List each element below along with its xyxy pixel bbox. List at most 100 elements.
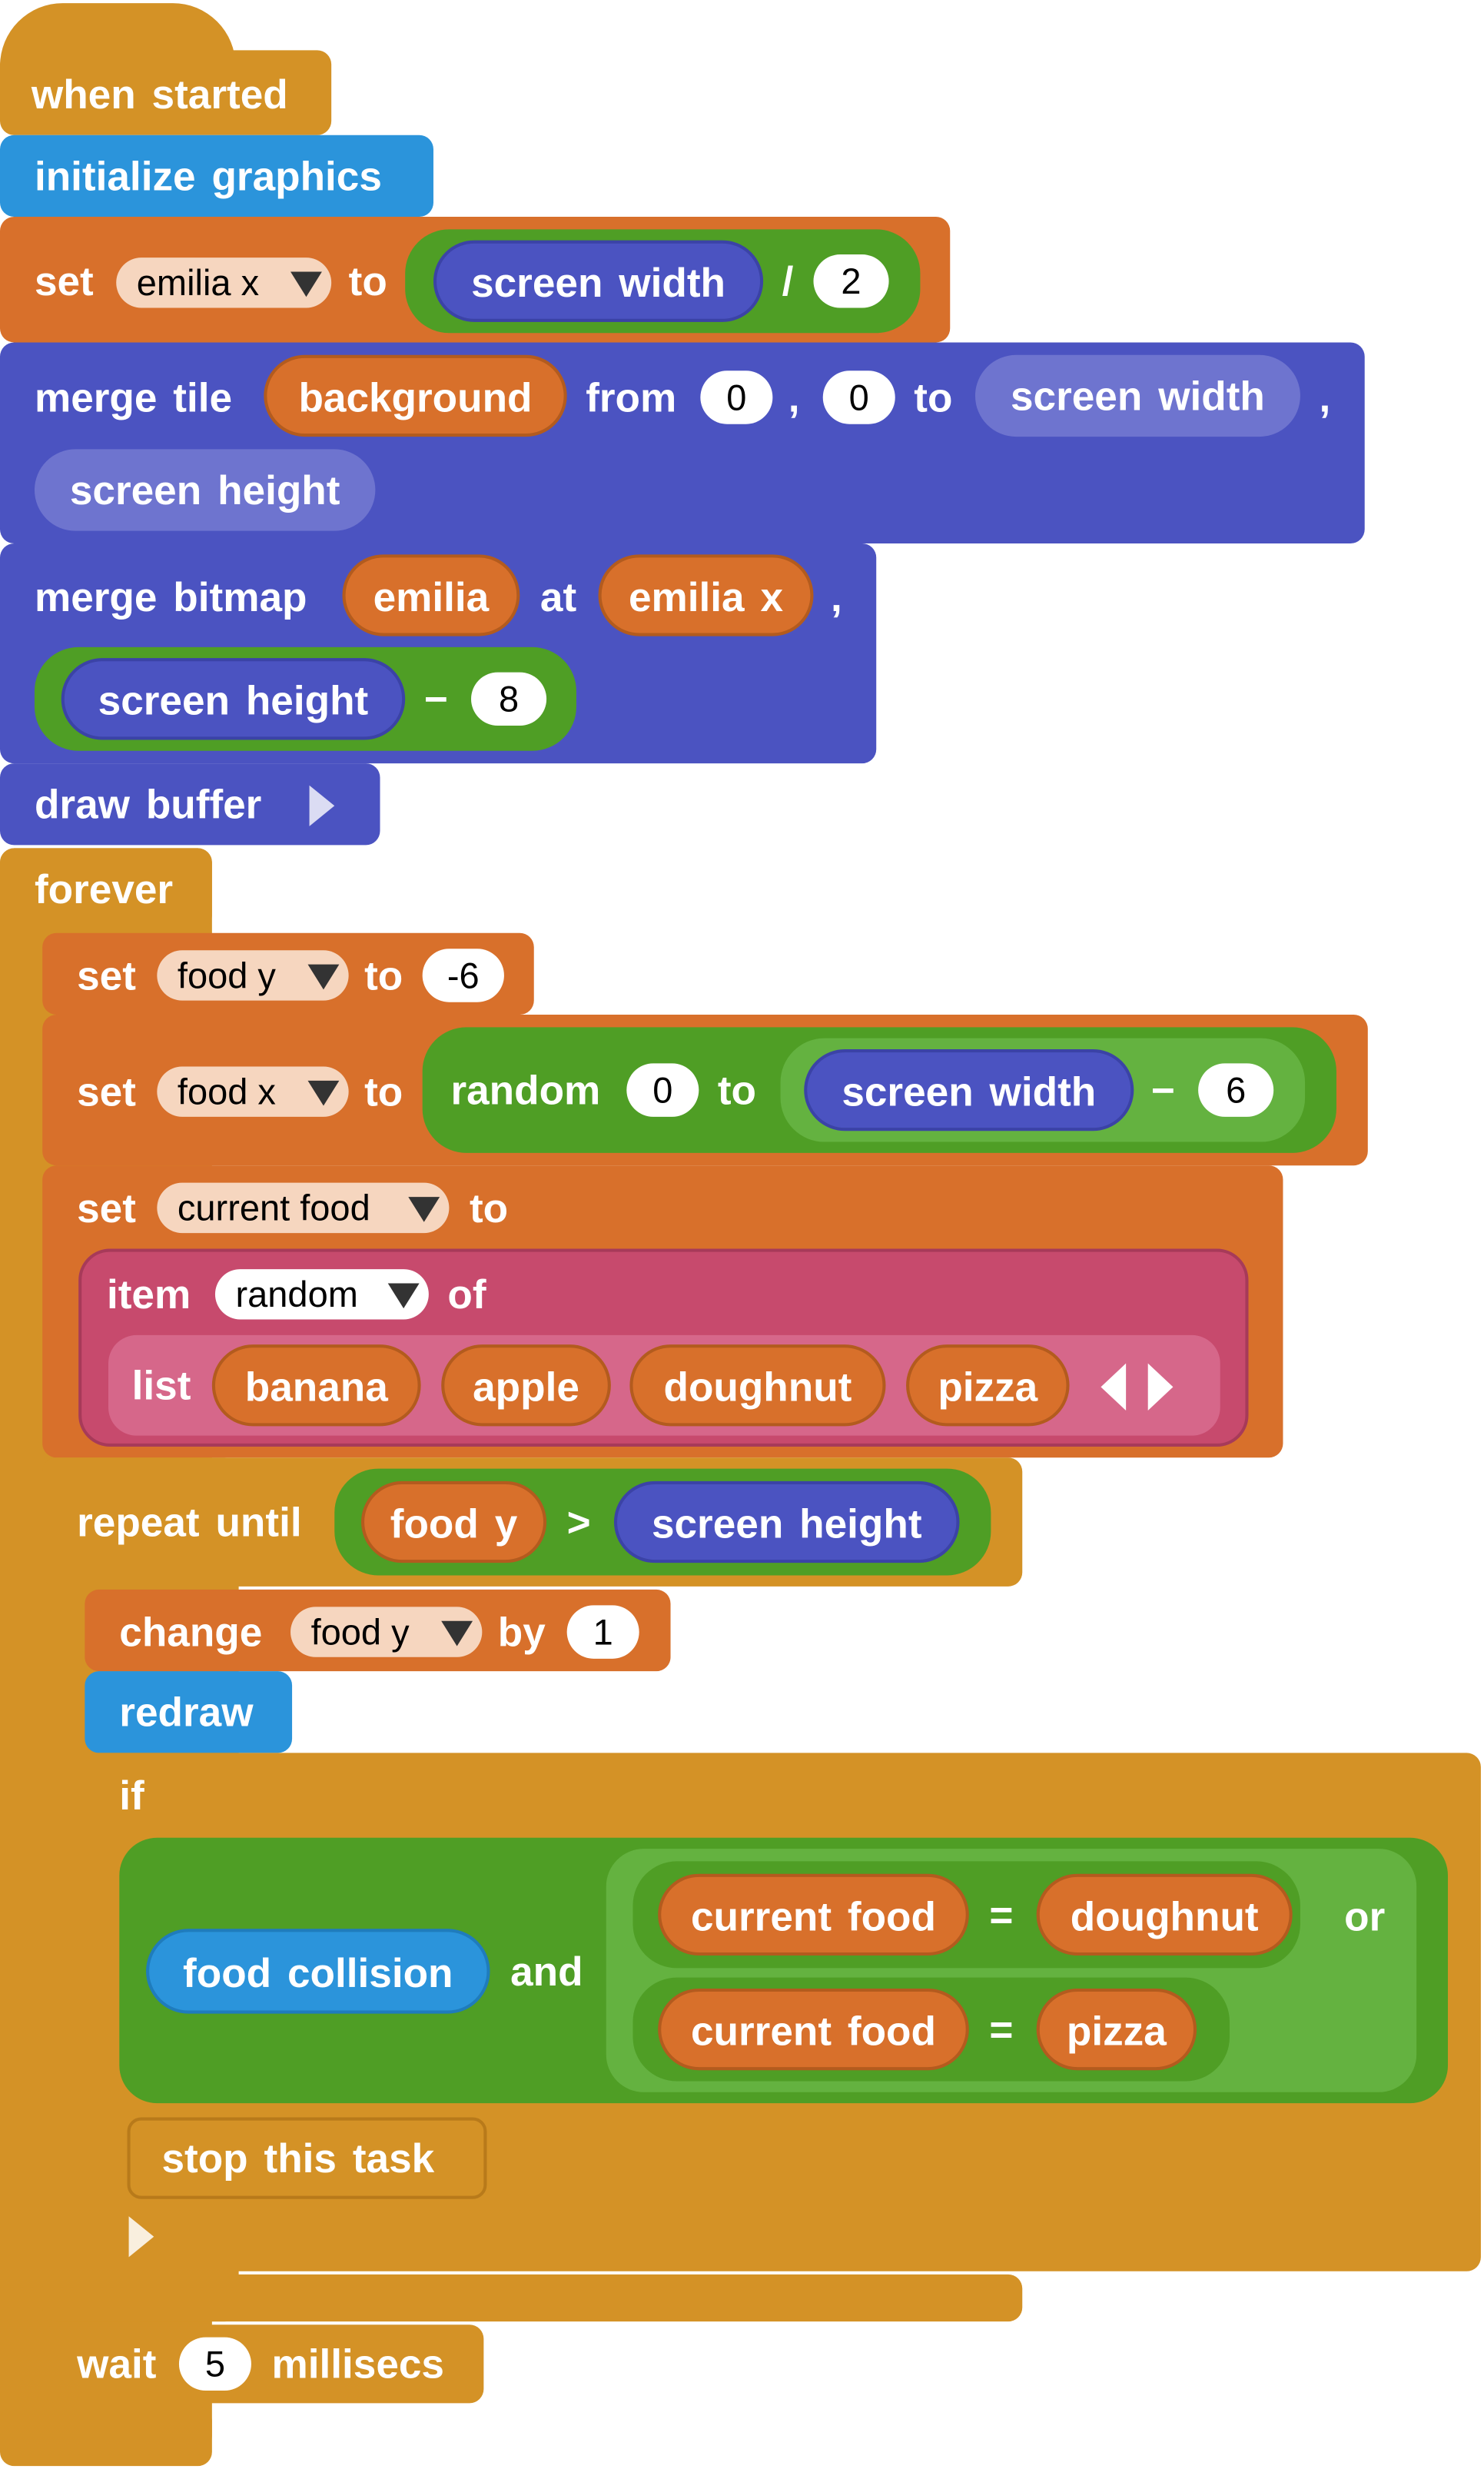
variable-dropdown-value: current food	[177, 1187, 370, 1228]
emilia-label: emilia	[373, 573, 490, 621]
change-keyword: change	[119, 1608, 263, 1656]
item-index-dropdown[interactable]: random	[214, 1269, 429, 1320]
food-y-variable[interactable]: food y	[360, 1480, 547, 1563]
dropdown-caret-icon	[441, 1620, 473, 1647]
random-from-input[interactable]: 0	[626, 1063, 699, 1117]
play-arrow-icon[interactable]	[308, 784, 337, 828]
equals-operator[interactable]: current food = doughnut	[632, 1861, 1300, 1969]
divisor-input[interactable]: 2	[813, 254, 889, 308]
divide-operator[interactable]: screen width / 2	[405, 229, 921, 334]
draw-buffer-label: draw buffer	[34, 780, 262, 828]
and-operator[interactable]: food collision and current food = doughn…	[119, 1837, 1449, 2104]
greater-than-symbol: >	[566, 1498, 591, 1546]
change-amount-input[interactable]: 1	[566, 1605, 639, 1659]
subtrahend-input[interactable]: 6	[1198, 1063, 1274, 1117]
variable-dropdown[interactable]: food y	[157, 950, 349, 1001]
wait-block[interactable]: wait 5 millisecs	[42, 2324, 484, 2404]
subtract-operator[interactable]: screen width − 6	[780, 1038, 1306, 1142]
item-of-list-reporter[interactable]: item random of list banana apple doughnu…	[78, 1248, 1249, 1447]
minus-symbol: −	[1150, 1066, 1175, 1114]
stop-this-task-block[interactable]: stop this task	[127, 2117, 487, 2199]
merge-tile-block[interactable]: merge tile background from 0 , 0 to scre…	[0, 342, 1365, 544]
comma: ,	[830, 573, 842, 621]
comma-2: ,	[1319, 374, 1331, 421]
item-index-value: random	[235, 1274, 358, 1315]
forever-header[interactable]: forever	[0, 848, 212, 930]
wait-keyword: wait	[77, 2340, 157, 2388]
merge-bitmap-keyword: merge bitmap	[34, 573, 307, 621]
to-keyword: to	[364, 952, 403, 999]
subtrahend-input[interactable]: 8	[471, 672, 547, 726]
variable-dropdown[interactable]: emilia x	[116, 258, 332, 308]
item-keyword: item	[106, 1271, 191, 1318]
to-keyword: to	[348, 258, 387, 305]
screen-width-reporter[interactable]: screen width	[974, 354, 1300, 437]
initialize-graphics-label: initialize graphics	[34, 152, 382, 200]
doughnut-label: doughnut	[1070, 1892, 1259, 1940]
greater-than-operator[interactable]: food y > screen height	[334, 1468, 991, 1576]
when-started-block[interactable]: when started	[0, 50, 332, 135]
from-keyword: from	[586, 374, 677, 421]
screen-height-reporter[interactable]: screen height	[34, 449, 376, 531]
set-keyword: set	[77, 1184, 136, 1232]
list-item-label: apple	[473, 1363, 579, 1411]
screen-height-label: screen height	[98, 676, 369, 725]
doughnut-variable[interactable]: doughnut	[1036, 1873, 1293, 1956]
screen-width-label: screen width	[842, 1068, 1097, 1115]
stop-this-task-label: stop this task	[161, 2134, 435, 2182]
screen-width-reporter[interactable]: screen width	[804, 1048, 1134, 1131]
screen-height-reporter[interactable]: screen height	[613, 1480, 960, 1563]
list-item[interactable]: pizza	[906, 1344, 1070, 1427]
list-arrows-icon[interactable]	[1099, 1362, 1174, 1412]
current-food-variable[interactable]: current food	[658, 1873, 969, 1956]
emilia-x-variable[interactable]: emilia x	[598, 554, 814, 636]
if-keyword: if	[119, 1771, 144, 1819]
to-keyword: to	[914, 374, 953, 421]
random-operator[interactable]: random 0 to screen width − 6	[422, 1027, 1336, 1153]
set-food-x-block[interactable]: set food x to random 0 to screen width −…	[42, 1015, 1368, 1166]
emilia-variable[interactable]: emilia	[342, 554, 520, 636]
set-emilia-x-block[interactable]: set emilia x to screen width / 2	[0, 216, 951, 343]
subtract-operator[interactable]: screen height − 8	[34, 646, 576, 751]
list-item[interactable]: doughnut	[629, 1344, 886, 1427]
merge-bitmap-block[interactable]: merge bitmap emilia at emilia x , screen…	[0, 543, 877, 764]
from-x-input[interactable]: 0	[700, 371, 773, 424]
background-variable[interactable]: background	[264, 354, 567, 437]
screen-width-reporter[interactable]: screen width	[433, 240, 764, 322]
from-y-input[interactable]: 0	[822, 371, 895, 424]
of-keyword: of	[447, 1271, 486, 1318]
equals-operator[interactable]: current food = pizza	[632, 1977, 1230, 2082]
dropdown-caret-icon	[290, 271, 322, 297]
wait-input[interactable]: 5	[178, 2337, 251, 2391]
current-food-variable[interactable]: current food	[658, 1988, 969, 2071]
list-reporter[interactable]: list banana apple doughnut pizza	[108, 1334, 1220, 1436]
at-keyword: at	[539, 573, 577, 621]
screen-height-reporter[interactable]: screen height	[61, 658, 406, 740]
value-input[interactable]: -6	[422, 949, 504, 1002]
pizza-variable[interactable]: pizza	[1036, 1988, 1197, 2071]
list-item[interactable]: banana	[211, 1344, 421, 1427]
food-collision-reporter[interactable]: food collision	[146, 1929, 490, 2014]
repeat-until-header[interactable]: repeat until food y > screen height	[42, 1457, 1023, 1587]
draw-buffer-block[interactable]: draw buffer	[0, 763, 380, 846]
set-keyword: set	[77, 1068, 136, 1115]
change-food-y-block[interactable]: change food y by 1	[85, 1589, 671, 1672]
to-keyword: to	[364, 1068, 403, 1115]
set-food-y-block[interactable]: set food y to -6	[42, 932, 534, 1015]
set-current-food-block[interactable]: set current food to item random of list …	[42, 1165, 1283, 1458]
variable-dropdown[interactable]: food x	[157, 1066, 349, 1117]
by-keyword: by	[497, 1608, 546, 1656]
variable-dropdown[interactable]: current food	[157, 1182, 450, 1234]
redraw-block[interactable]: redraw	[85, 1671, 293, 1753]
variable-dropdown[interactable]: food y	[290, 1607, 483, 1657]
to-keyword: to	[717, 1066, 756, 1114]
list-item-label: banana	[244, 1363, 388, 1411]
play-arrow-icon[interactable]	[128, 2215, 156, 2258]
list-item[interactable]: apple	[441, 1344, 611, 1427]
variable-dropdown-value: emilia x	[136, 262, 260, 304]
initialize-graphics-block[interactable]: initialize graphics	[0, 135, 433, 217]
or-operator[interactable]: current food = doughnut or current food …	[606, 1849, 1417, 2092]
food-y-label: food y	[390, 1500, 518, 1547]
if-block[interactable]: if food collision and current food = dou…	[85, 1753, 1481, 2271]
